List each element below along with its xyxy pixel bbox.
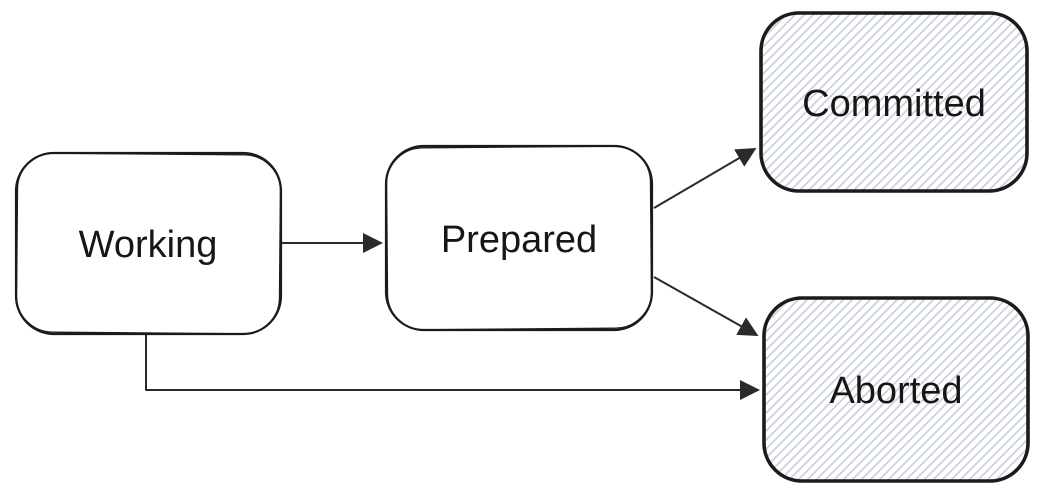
node-working-label: Working xyxy=(79,224,218,266)
node-working: Working xyxy=(14,151,283,336)
node-committed-label: Committed xyxy=(802,83,986,125)
node-prepared-label: Prepared xyxy=(441,219,597,261)
node-committed-shape xyxy=(759,11,1029,193)
node-aborted-shape xyxy=(762,296,1030,483)
node-working-sketch-stroke xyxy=(15,152,282,335)
node-aborted-label: Aborted xyxy=(829,370,962,412)
node-prepared: Prepared xyxy=(384,144,654,332)
edge-working-to-aborted xyxy=(145,334,760,400)
node-prepared-sketch-stroke xyxy=(385,145,653,331)
node-prepared-shape xyxy=(384,144,654,332)
node-working-shape xyxy=(14,151,283,336)
node-aborted: Aborted xyxy=(762,296,1030,483)
edge-prepared-to-aborted xyxy=(653,276,759,336)
node-committed: Committed xyxy=(759,11,1029,193)
edge-prepared-to-committed xyxy=(653,147,757,209)
